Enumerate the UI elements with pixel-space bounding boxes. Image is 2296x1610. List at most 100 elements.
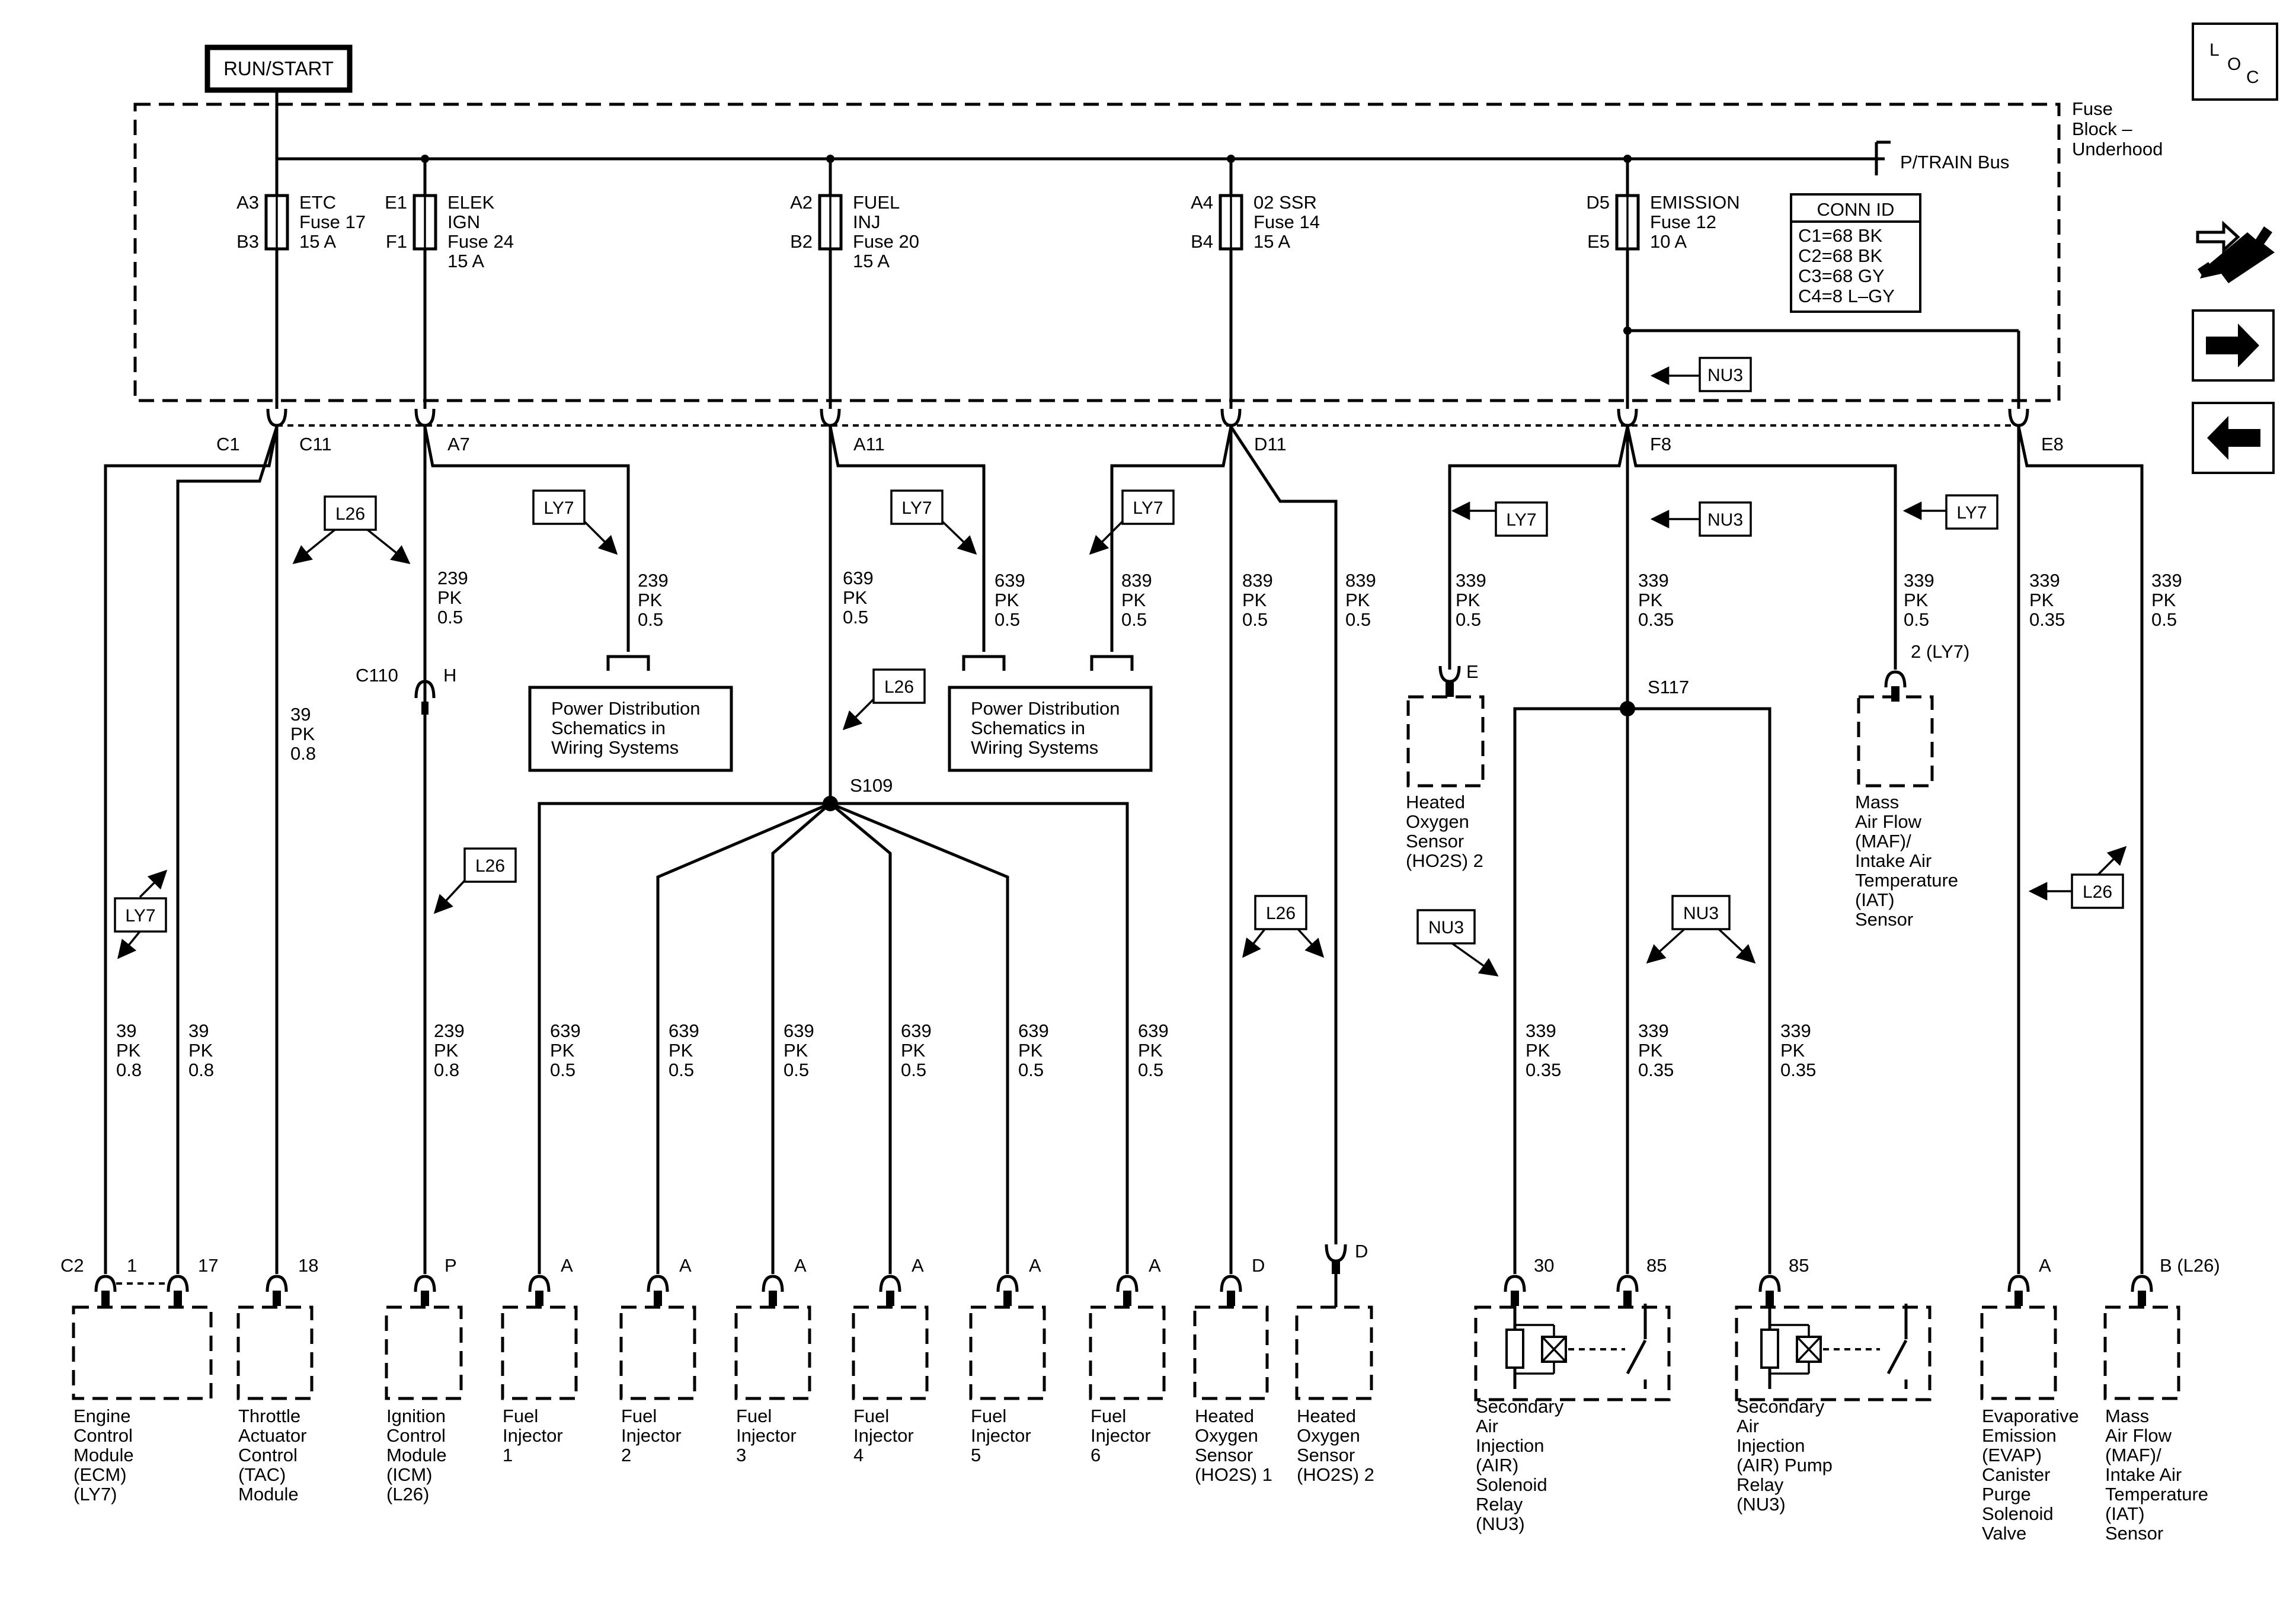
svg-text:LY7: LY7: [543, 498, 574, 518]
component-name: (IAT): [2105, 1503, 2145, 1524]
pin-label: A: [794, 1255, 807, 1276]
component-name: 2: [621, 1445, 631, 1465]
wire-label-339-maf2: 0.5: [2151, 609, 2177, 630]
component-name: Injector: [503, 1425, 563, 1446]
tag-ly7-ecm: LY7: [114, 869, 168, 959]
tag-ly7-pd1: LY7: [532, 489, 618, 555]
maf-top-pin: 2 (LY7): [1911, 641, 1969, 662]
fuse-bottom-pin: E5: [1587, 231, 1610, 252]
svg-text:CONN ID: CONN ID: [1817, 199, 1895, 220]
wire-label-339-ho2s: 339: [1456, 570, 1486, 591]
tag-nu3-f8: NU3: [1650, 501, 1752, 537]
connector-label: E8: [2041, 434, 2064, 454]
fuse-name: Fuse 24: [447, 231, 514, 252]
pin-label: 85: [1789, 1255, 1809, 1276]
fuse-name: 02 SSR: [1253, 192, 1317, 213]
wire-label-339-evap: 0.35: [2029, 609, 2065, 630]
splice-s109-label: S109: [850, 775, 893, 796]
power-distribution-text: Wiring Systems: [971, 737, 1098, 758]
wire-label-339-evap: 339: [2029, 570, 2060, 591]
svg-text:C: C: [2246, 68, 2259, 87]
tag-l26-icm: L26: [433, 847, 517, 914]
connector-label: C2: [60, 1255, 84, 1276]
tag-nu3-fuse: NU3: [1650, 357, 1752, 392]
connector-label: C11: [299, 434, 332, 454]
fuse-top-pin: A4: [1191, 192, 1213, 213]
tag-ly7-maf: LY7: [1902, 494, 1998, 530]
wire-label-339-ho2s: 0.5: [1456, 609, 1481, 630]
wire-label-239-upper: 0.5: [437, 607, 463, 628]
power-distribution-text: Power Distribution: [971, 698, 1120, 719]
svg-text:L26: L26: [335, 504, 365, 524]
next-arrow-icon[interactable]: [2192, 309, 2275, 382]
component-name: (AIR): [1476, 1455, 1518, 1475]
pin-label: A: [912, 1255, 924, 1276]
wire-label-339-air2: 339: [1638, 1020, 1669, 1041]
fuse-name: FUEL: [853, 192, 900, 213]
maf-top-name: Intake Air: [1855, 850, 1932, 871]
wire-label-239-icm: 0.8: [434, 1060, 459, 1080]
tag-nu3-pump: NU3: [1646, 895, 1756, 964]
wire-label-239-icm: 239: [434, 1020, 465, 1041]
wire-label-239-upper: 239: [437, 568, 468, 588]
component-name: (L26): [386, 1484, 429, 1505]
svg-text:NU3: NU3: [1707, 510, 1743, 530]
ptrain-bus-label: P/TRAIN Bus: [1900, 152, 2009, 172]
pin-label: A: [2039, 1255, 2051, 1276]
wire-label-839-ho2s1: 839: [1242, 570, 1273, 591]
pin-label: 1: [127, 1255, 137, 1276]
c110-label: C110: [356, 665, 398, 686]
pin-label: A: [679, 1255, 692, 1276]
svg-text:C4=8 L–GY: C4=8 L–GY: [1798, 286, 1895, 306]
wire-label-339-maf2: 339: [2151, 570, 2182, 591]
component-name: Temperature: [2105, 1484, 2208, 1505]
wire-label-339-maf: PK: [1904, 590, 1929, 610]
fuse-name: Fuse 17: [299, 212, 366, 232]
wire-label-339-f8: PK: [1638, 590, 1663, 610]
component-name: Emission: [1982, 1425, 2057, 1446]
component-name: Secondary: [1737, 1396, 1825, 1417]
wire-label-239-pd: 239: [638, 570, 669, 591]
component-name: Oxygen: [1195, 1425, 1258, 1446]
previous-arrow-icon[interactable]: [2192, 402, 2275, 474]
component-name: 5: [971, 1445, 981, 1465]
loc-icon[interactable]: L O C: [2192, 23, 2278, 101]
svg-text:LY7: LY7: [901, 498, 932, 518]
component-name: Mass: [2105, 1406, 2149, 1426]
component-name: Sensor: [1297, 1445, 1355, 1465]
wire-label-339-maf2: PK: [2151, 590, 2176, 610]
pin-label: P: [445, 1255, 457, 1276]
component-name: (EVAP): [1982, 1445, 2042, 1465]
wire-label-639-pd: PK: [994, 590, 1019, 610]
tag-nu3-air: NU3: [1416, 909, 1499, 977]
tools-icon[interactable]: [2196, 220, 2275, 283]
maf-top-name: Mass: [1855, 792, 1899, 812]
component-name: 1: [503, 1445, 513, 1465]
wire-label-639-inj2: 639: [669, 1020, 699, 1041]
fuse-name: 15 A: [299, 231, 336, 252]
power-distribution-text: Power Distribution: [551, 698, 701, 719]
wire-label-39-ecm-b: 39: [188, 1020, 209, 1041]
wire-label-239-pd: PK: [638, 590, 663, 610]
svg-text:NU3: NU3: [1707, 366, 1743, 385]
wire-label-639-upper: PK: [843, 587, 868, 608]
fuse-name: ELEK: [447, 192, 495, 213]
wire-label-639-inj4: 0.5: [901, 1060, 926, 1080]
wire-label-839-ho2s2: 839: [1345, 570, 1376, 591]
wire-label-639-inj1: PK: [550, 1040, 575, 1061]
